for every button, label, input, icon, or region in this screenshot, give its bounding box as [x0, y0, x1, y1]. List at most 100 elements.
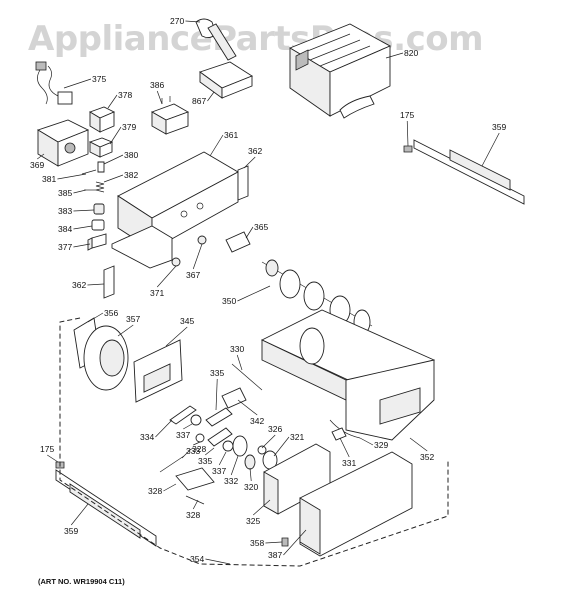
- part-335-arm-a[interactable]: [205, 407, 233, 427]
- callout-335-bottom[interactable]: 335: [198, 456, 212, 466]
- callout-330[interactable]: 330: [230, 344, 244, 354]
- callout-320[interactable]: 320: [244, 482, 258, 492]
- callout-385[interactable]: 385: [58, 188, 72, 198]
- callout-387[interactable]: 387: [268, 550, 282, 560]
- callout-867[interactable]: 867: [192, 96, 206, 106]
- part-359-rail-top[interactable]: [413, 139, 525, 205]
- callout-321[interactable]: 321: [290, 432, 304, 442]
- callout-335-top[interactable]: 335: [210, 368, 224, 378]
- part-384-cam[interactable]: [91, 219, 105, 231]
- part-332-gear[interactable]: [232, 435, 248, 457]
- callout-356[interactable]: 356: [104, 308, 118, 318]
- part-820-icemaker[interactable]: [288, 23, 392, 119]
- part-867-tray[interactable]: [199, 61, 253, 99]
- callout-270[interactable]: 270: [170, 16, 184, 26]
- callout-384[interactable]: 384: [58, 224, 72, 234]
- callout-362-top[interactable]: 362: [248, 146, 262, 156]
- callout-381[interactable]: 381: [42, 174, 56, 184]
- callout-350[interactable]: 350: [222, 296, 236, 306]
- callout-333[interactable]: 333: [186, 446, 200, 456]
- callout-175-bottom[interactable]: 175: [40, 444, 54, 454]
- callout-328-a[interactable]: 328: [192, 444, 206, 454]
- callout-337-a[interactable]: 337: [176, 430, 190, 440]
- part-386-switch[interactable]: [150, 96, 190, 135]
- leader-337-b: [218, 451, 227, 466]
- callout-382[interactable]: 382: [124, 170, 138, 180]
- callout-358[interactable]: 358: [250, 538, 264, 548]
- part-375-harness[interactable]: [35, 61, 73, 105]
- part-369-motor[interactable]: [36, 119, 90, 167]
- part-334-arm[interactable]: [169, 405, 197, 425]
- part-371-fastener[interactable]: [171, 257, 181, 267]
- callout-334[interactable]: 334: [140, 432, 154, 442]
- callout-361[interactable]: 361: [224, 130, 238, 140]
- callout-378[interactable]: 378: [118, 90, 132, 100]
- callout-820[interactable]: 820: [404, 48, 418, 58]
- part-367-fastener[interactable]: [197, 235, 207, 245]
- callout-331[interactable]: 331: [342, 458, 356, 468]
- part-326-washer[interactable]: [257, 445, 267, 455]
- part-175-screw-top[interactable]: [403, 145, 413, 153]
- callout-175-top[interactable]: 175: [400, 110, 414, 120]
- callout-365[interactable]: 365: [254, 222, 268, 232]
- part-361-housing[interactable]: [111, 151, 239, 269]
- part-320-nut[interactable]: [244, 454, 256, 470]
- part-382-spring[interactable]: [95, 181, 105, 193]
- callout-359-bottom[interactable]: 359: [64, 526, 78, 536]
- leader-369: [37, 153, 45, 160]
- callout-345[interactable]: 345: [180, 316, 194, 326]
- callout-369[interactable]: 369: [30, 160, 44, 170]
- callout-357[interactable]: 357: [126, 314, 140, 324]
- callout-352[interactable]: 352: [420, 452, 434, 462]
- callout-326[interactable]: 326: [268, 424, 282, 434]
- callout-329[interactable]: 329: [374, 440, 388, 450]
- part-357-wheel[interactable]: [83, 325, 129, 391]
- callout-383[interactable]: 383: [58, 206, 72, 216]
- part-365-clip[interactable]: [225, 231, 251, 253]
- callout-367[interactable]: 367: [186, 270, 200, 280]
- part-337-washer-a[interactable]: [190, 414, 202, 426]
- callout-362-bottom[interactable]: 362: [72, 280, 86, 290]
- part-337-washer-b[interactable]: [222, 440, 234, 452]
- part-330-linkage[interactable]: [231, 363, 263, 391]
- part-377-bracket[interactable]: [87, 233, 107, 251]
- part-333-washer[interactable]: [195, 433, 205, 443]
- part-362-bracket-b[interactable]: [103, 265, 115, 299]
- part-362-bracket-a[interactable]: [237, 165, 249, 201]
- callout-377[interactable]: 377: [58, 242, 72, 252]
- leader-365: [245, 226, 254, 239]
- leader-335-bottom: [205, 447, 215, 456]
- callout-386[interactable]: 386: [150, 80, 164, 90]
- part-331-clip[interactable]: [331, 427, 347, 441]
- callout-375[interactable]: 375: [92, 74, 106, 84]
- callout-354[interactable]: 354: [190, 554, 204, 564]
- callout-379[interactable]: 379: [122, 122, 136, 132]
- callout-325[interactable]: 325: [246, 516, 260, 526]
- part-342-bracket[interactable]: [221, 387, 247, 409]
- callout-332[interactable]: 332: [224, 476, 238, 486]
- part-378-solenoid[interactable]: [88, 106, 116, 133]
- leader-326: [261, 434, 276, 449]
- part-379-block[interactable]: [88, 137, 114, 158]
- part-328-lever-b[interactable]: [175, 467, 215, 491]
- callout-337-b[interactable]: 337: [212, 466, 226, 476]
- part-345-plate[interactable]: [133, 339, 183, 403]
- callout-359-top[interactable]: 359: [492, 122, 506, 132]
- part-380-pin[interactable]: [97, 161, 105, 173]
- callout-342[interactable]: 342: [250, 416, 264, 426]
- part-328-lever-a[interactable]: [159, 455, 185, 473]
- callout-371[interactable]: 371: [150, 288, 164, 298]
- part-383-bushing[interactable]: [93, 203, 105, 215]
- part-358-screw[interactable]: [281, 537, 289, 547]
- callout-328-c[interactable]: 328: [186, 510, 200, 520]
- part-270-fill-tube[interactable]: [195, 18, 237, 61]
- part-352-bucket[interactable]: [260, 309, 436, 441]
- callout-328-b[interactable]: 328: [148, 486, 162, 496]
- part-381-pin[interactable]: [81, 169, 97, 175]
- callout-labels: 270 820 375 386 867 378 379 369 380 381 …: [30, 16, 506, 564]
- part-335-arm-b[interactable]: [207, 427, 233, 447]
- leader-379: [109, 126, 122, 145]
- part-328-lever-c[interactable]: [185, 495, 205, 505]
- callout-380[interactable]: 380: [124, 150, 138, 160]
- part-387-cover[interactable]: [299, 451, 413, 557]
